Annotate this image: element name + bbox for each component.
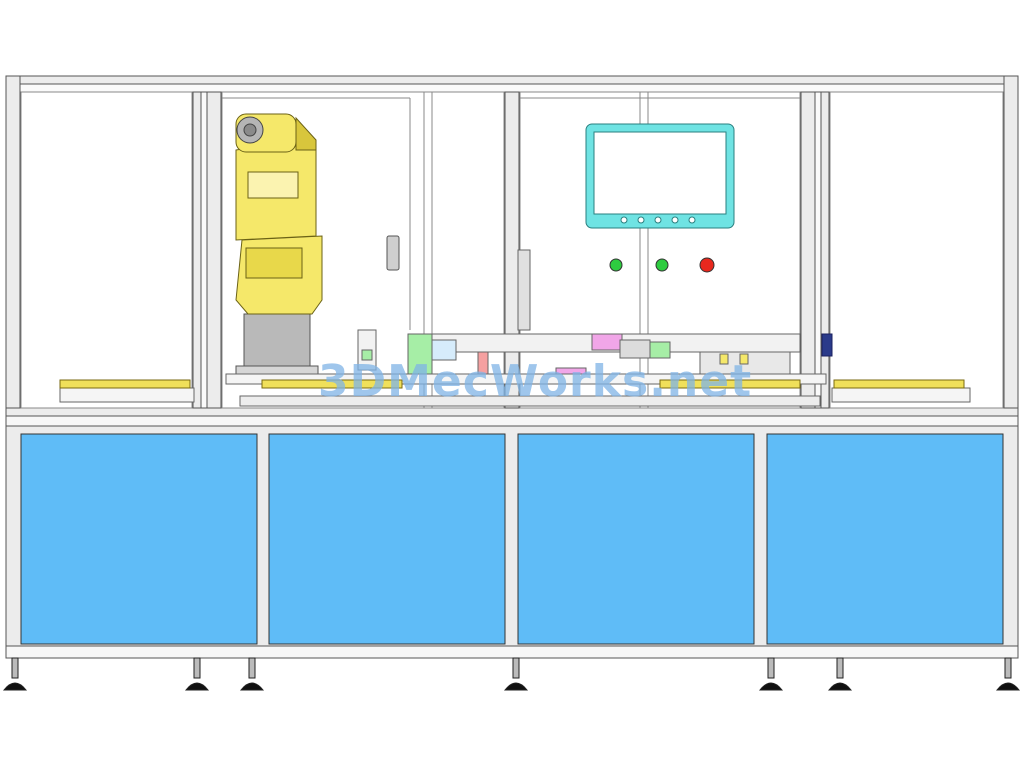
hmi-key-2[interactable] [637, 216, 645, 224]
post-1c [206, 91, 222, 415]
green-cylinder [407, 333, 433, 375]
green-block [649, 341, 671, 359]
post-1b [200, 91, 208, 415]
inner-tray-right [659, 379, 801, 389]
cabinet-panel-2 [268, 433, 506, 645]
robot-arm [235, 113, 323, 377]
right-post [1003, 75, 1019, 417]
vertical-actuator [517, 249, 531, 331]
hmi-soft-keys [620, 216, 696, 224]
slide-block [619, 339, 651, 359]
robot-wrist-shadow [295, 116, 317, 151]
left-tray [59, 379, 191, 389]
hmi-panel [585, 123, 735, 229]
top-rail [5, 75, 1019, 85]
top-rail-inner [5, 83, 1019, 93]
robot-arm-window [247, 171, 299, 199]
post-3c [820, 91, 830, 415]
red-sensor [477, 351, 489, 375]
foot-7 [995, 657, 1021, 691]
left-window [20, 91, 193, 409]
foot-1 [2, 657, 28, 691]
cabinet-panel-4 [766, 433, 1004, 645]
right-tray-base [831, 387, 971, 403]
leveling-feet [2, 657, 1021, 691]
foot-2 [184, 657, 210, 691]
left-tray-base [59, 387, 195, 403]
post-3a [800, 91, 816, 415]
foot-6 [827, 657, 853, 691]
robot-joint-2 [245, 247, 303, 279]
hmi-key-4[interactable] [671, 216, 679, 224]
mechanism-assembly [225, 249, 833, 407]
lower-cabinet [5, 415, 1019, 659]
foot-5 [758, 657, 784, 691]
post-2 [504, 91, 520, 415]
pink-cylinder [591, 333, 623, 351]
robot-window [221, 91, 505, 409]
right-window [829, 91, 1004, 409]
hmi-key-3[interactable] [654, 216, 662, 224]
cabinet-panel-1 [20, 433, 258, 645]
conveyor-rail [225, 373, 827, 385]
servo-motor [821, 333, 833, 357]
lower-rail [239, 395, 821, 407]
reset-button[interactable] [655, 258, 669, 272]
foot-4 [503, 657, 529, 691]
hmi-key-1[interactable] [620, 216, 628, 224]
start-button[interactable] [609, 258, 623, 272]
cabinet-bottom-rail [5, 645, 1019, 659]
cabinet-top-rail [5, 415, 1019, 427]
left-post [5, 75, 21, 417]
trays [59, 379, 971, 403]
table-top-rail [5, 407, 1019, 417]
robot-base [243, 313, 311, 371]
blue-bracket [431, 339, 457, 361]
hmi-screen[interactable] [593, 131, 727, 215]
cabinet-panel-3 [517, 433, 755, 645]
control-buttons [609, 257, 715, 273]
foot-3 [239, 657, 265, 691]
emergency-stop-button[interactable] [699, 257, 715, 273]
post-3b [814, 91, 822, 415]
inner-tray-left [261, 379, 403, 389]
hmi-key-5[interactable] [688, 216, 696, 224]
right-tray [833, 379, 965, 389]
door-handle [386, 235, 400, 271]
upper-frame [5, 75, 1019, 417]
post-1a [192, 91, 202, 415]
